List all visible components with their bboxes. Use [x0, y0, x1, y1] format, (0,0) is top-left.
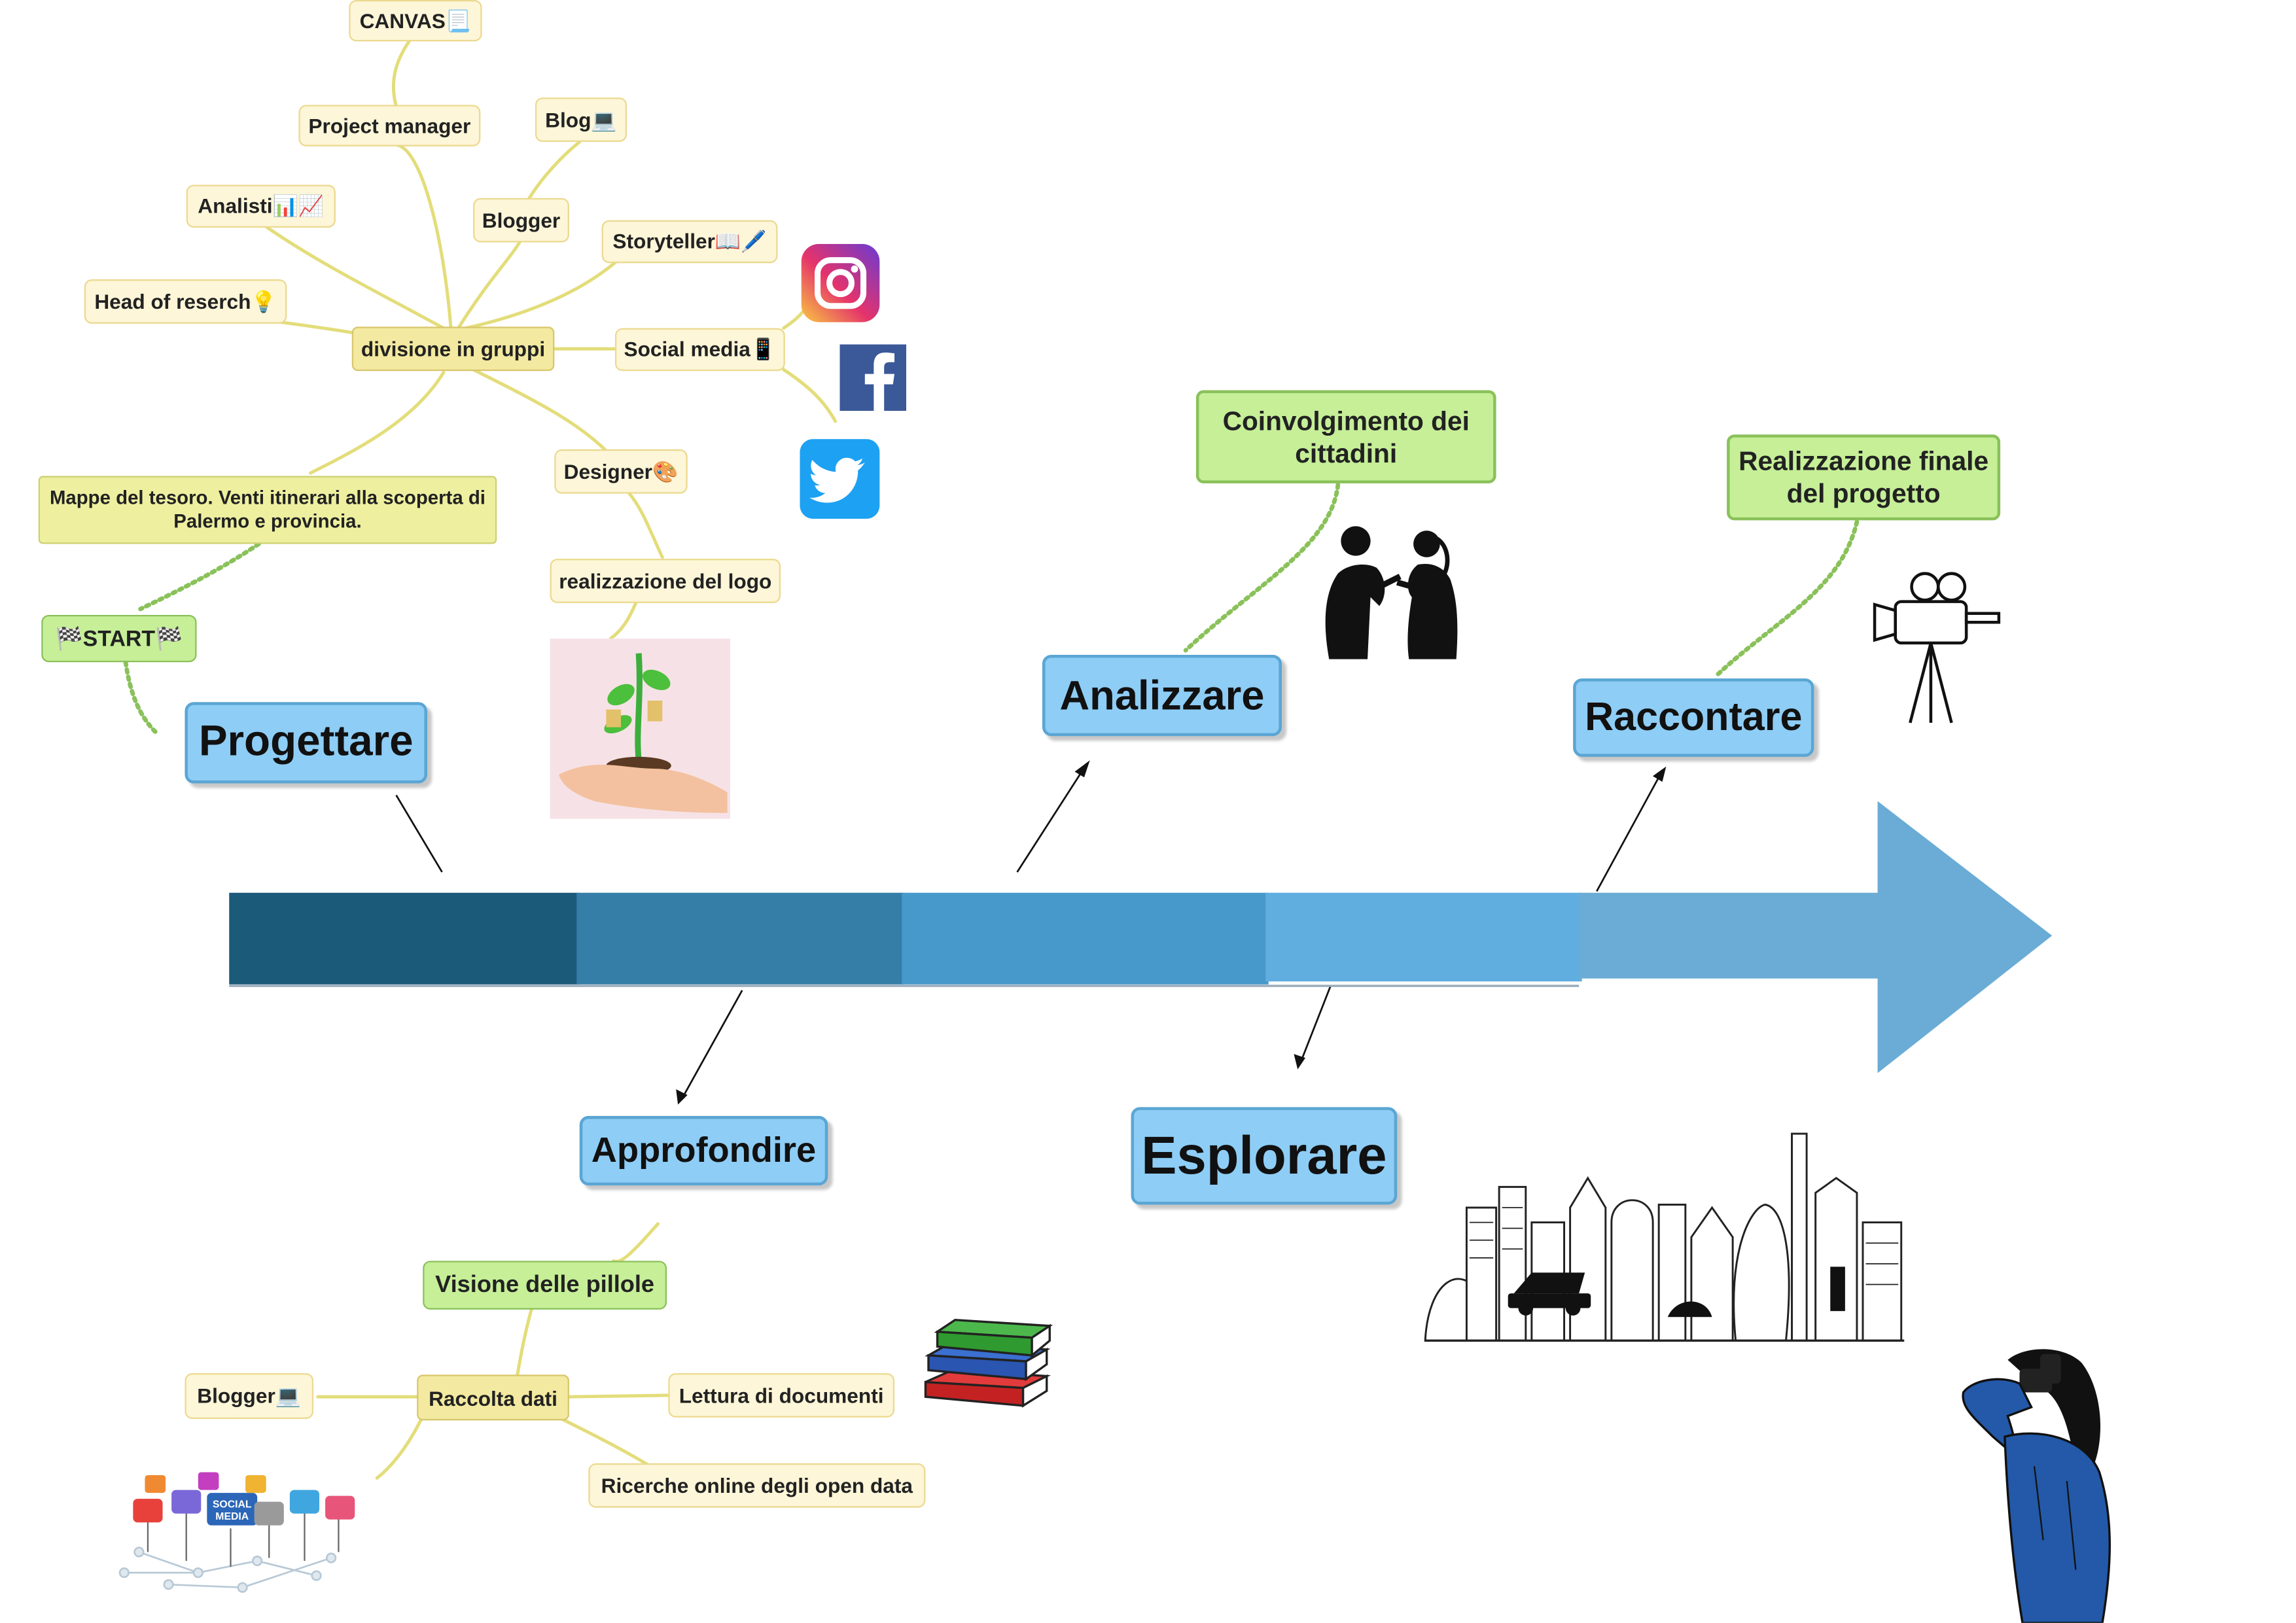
- binoculars-person-icon: [1962, 1349, 2111, 1623]
- divisione-node: divisione in gruppi: [351, 326, 555, 372]
- analisti-node: Analisti📊📈: [186, 184, 336, 228]
- head-of-research-node: Head of reserch💡: [84, 279, 287, 324]
- twitter-icon: [800, 439, 880, 519]
- realizzazione-callout: Realizzazione finale del progetto: [1727, 434, 2001, 521]
- facebook-icon: [839, 344, 907, 411]
- raccontare-phase: Raccontare: [1573, 678, 1814, 757]
- ricerche-node: Ricerche online degli open data: [588, 1463, 926, 1508]
- instagram-icon: [801, 243, 880, 323]
- approfondire-phase: Approfondire: [579, 1115, 828, 1186]
- project-manager-node: Project manager: [298, 105, 481, 147]
- designer-node: Designer🎨: [554, 449, 688, 494]
- canvas-node: CANVAS📃: [349, 0, 482, 42]
- social-badge-line2: MEDIA: [215, 1511, 249, 1522]
- video-camera-icon: [1873, 572, 2001, 724]
- interview-silhouette-icon: [1325, 526, 1458, 659]
- start-node: 🏁START🏁: [41, 614, 197, 663]
- storyteller-node: Storyteller📖🖊️: [601, 220, 778, 264]
- plant-in-hand-icon: [550, 638, 731, 819]
- social-media-node: Social media📱: [614, 328, 785, 372]
- lettura-node: Lettura di documenti: [668, 1373, 894, 1418]
- esplorare-phase: Esplorare: [1131, 1107, 1398, 1205]
- blogger-bottom-node: Blogger💻: [185, 1373, 314, 1420]
- timeline-arrow: [229, 801, 2053, 1073]
- coinvolgimento-callout: Coinvolgimento dei cittadini: [1195, 390, 1496, 483]
- social-network-icon: SOCIAL MEDIA: [118, 1472, 355, 1593]
- logo-node: realizzazione del logo: [550, 559, 781, 603]
- books-icon: [924, 1319, 1053, 1408]
- social-badge-line1: SOCIAL: [213, 1499, 252, 1510]
- city-skyline-icon: [1424, 1132, 1905, 1342]
- blog-node: Blog💻: [535, 97, 627, 142]
- progettare-phase: Progettare: [185, 702, 427, 784]
- visione-node: Visione delle pillole: [423, 1261, 667, 1310]
- analizzare-phase: Analizzare: [1042, 654, 1282, 737]
- raccolta-node: Raccolta dati: [417, 1374, 569, 1421]
- mappe-node: Mappe del tesoro. Venti itinerari alla s…: [38, 476, 497, 544]
- blogger-node: Blogger: [473, 198, 569, 243]
